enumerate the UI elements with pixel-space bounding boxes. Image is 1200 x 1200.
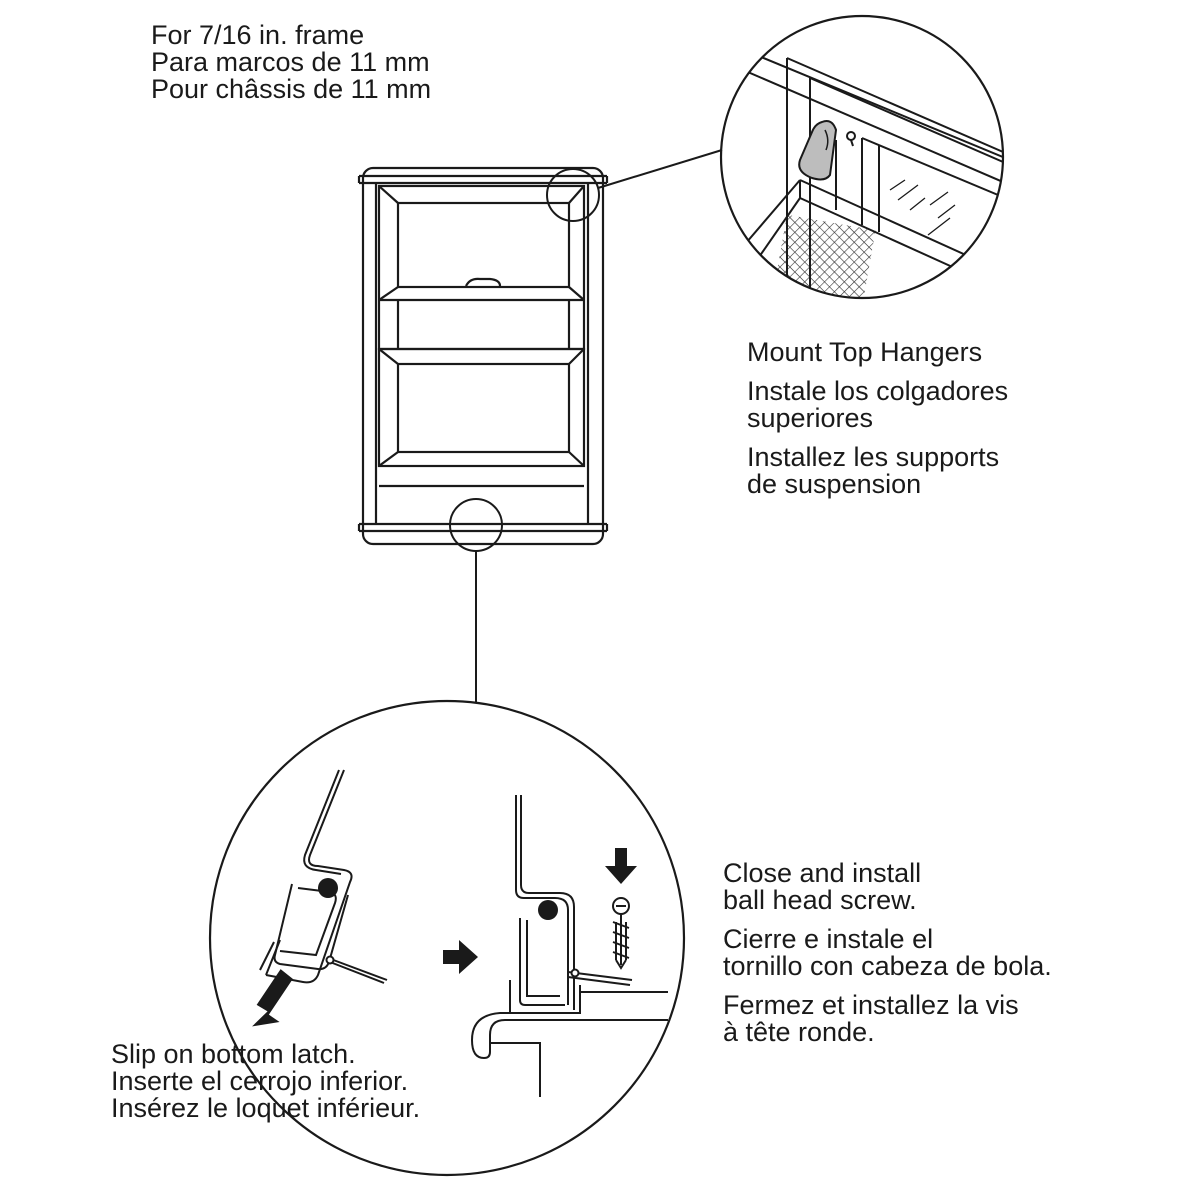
- down-arrow-icon: [605, 848, 637, 884]
- top-hanger-icon: [798, 120, 838, 181]
- latch-closed-illustration: [470, 795, 668, 1097]
- latch-ball-left: [318, 878, 338, 898]
- close-install-fr-2: à tête ronde.: [723, 1017, 875, 1047]
- top-leader-line: [597, 149, 723, 189]
- close-install-es-1: Cierre e instale el: [723, 924, 934, 954]
- frame-size-note: For 7/16 in. frame Para marcos de 11 mm …: [151, 22, 431, 103]
- right-arrow-icon: [443, 940, 478, 974]
- top-hangers-fr-1: Installez les supports: [747, 442, 1000, 472]
- top-hangers-fr-2: de suspension: [747, 469, 922, 499]
- frame-note-en: For 7/16 in. frame: [151, 20, 365, 50]
- frame-note-es: Para marcos de 11 mm: [151, 47, 430, 77]
- top-hangers-es-1: Instale los colgadores: [747, 376, 1009, 406]
- top-hangers-es-2: superiores: [747, 403, 874, 433]
- latch-ball-right: [538, 900, 558, 920]
- top-corner-callout-circle: [546, 168, 600, 222]
- bottom-latch-en: Slip on bottom latch.: [111, 1039, 356, 1069]
- lower-sash: [377, 347, 586, 468]
- ball-head-screw-icon: [612, 897, 630, 970]
- storm-window-front-view: [357, 166, 609, 546]
- close-install-fr-1: Fermez et installez la vis: [723, 990, 1019, 1020]
- bottom-latch-fr: Insérez le loquet inférieur.: [111, 1093, 421, 1123]
- close-install-es-2: tornillo con cabeza de bola.: [723, 951, 1052, 981]
- latch-slipping-on-illustration: [259, 769, 388, 984]
- bottom-latch-caption: Slip on bottom latch. Inserte el cerrojo…: [111, 1041, 420, 1122]
- sash-latch: [465, 277, 502, 287]
- bottom-latch-es: Inserte el cerrojo inferior.: [111, 1066, 409, 1096]
- top-hangers-en: Mount Top Hangers: [747, 337, 983, 367]
- up-arrow-icon: [252, 969, 293, 1027]
- frame-note-fr: Pour châssis de 11 mm: [151, 74, 432, 104]
- close-install-en-2: ball head screw.: [723, 885, 917, 915]
- mount-top-hangers-caption: Mount Top Hangers Instale los colgadores…: [747, 339, 1008, 498]
- callout-markers: [449, 149, 723, 702]
- screen-mesh: [774, 214, 876, 298]
- keyhole-screw-icon: [846, 131, 856, 141]
- bottom-latch-detail: [208, 699, 686, 1177]
- close-install-caption: Close and install ball head screw. Cierr…: [723, 860, 1052, 1046]
- close-install-en-1: Close and install: [723, 858, 922, 888]
- window-outer-frame: [361, 166, 605, 546]
- top-hanger-detail: [719, 14, 1005, 300]
